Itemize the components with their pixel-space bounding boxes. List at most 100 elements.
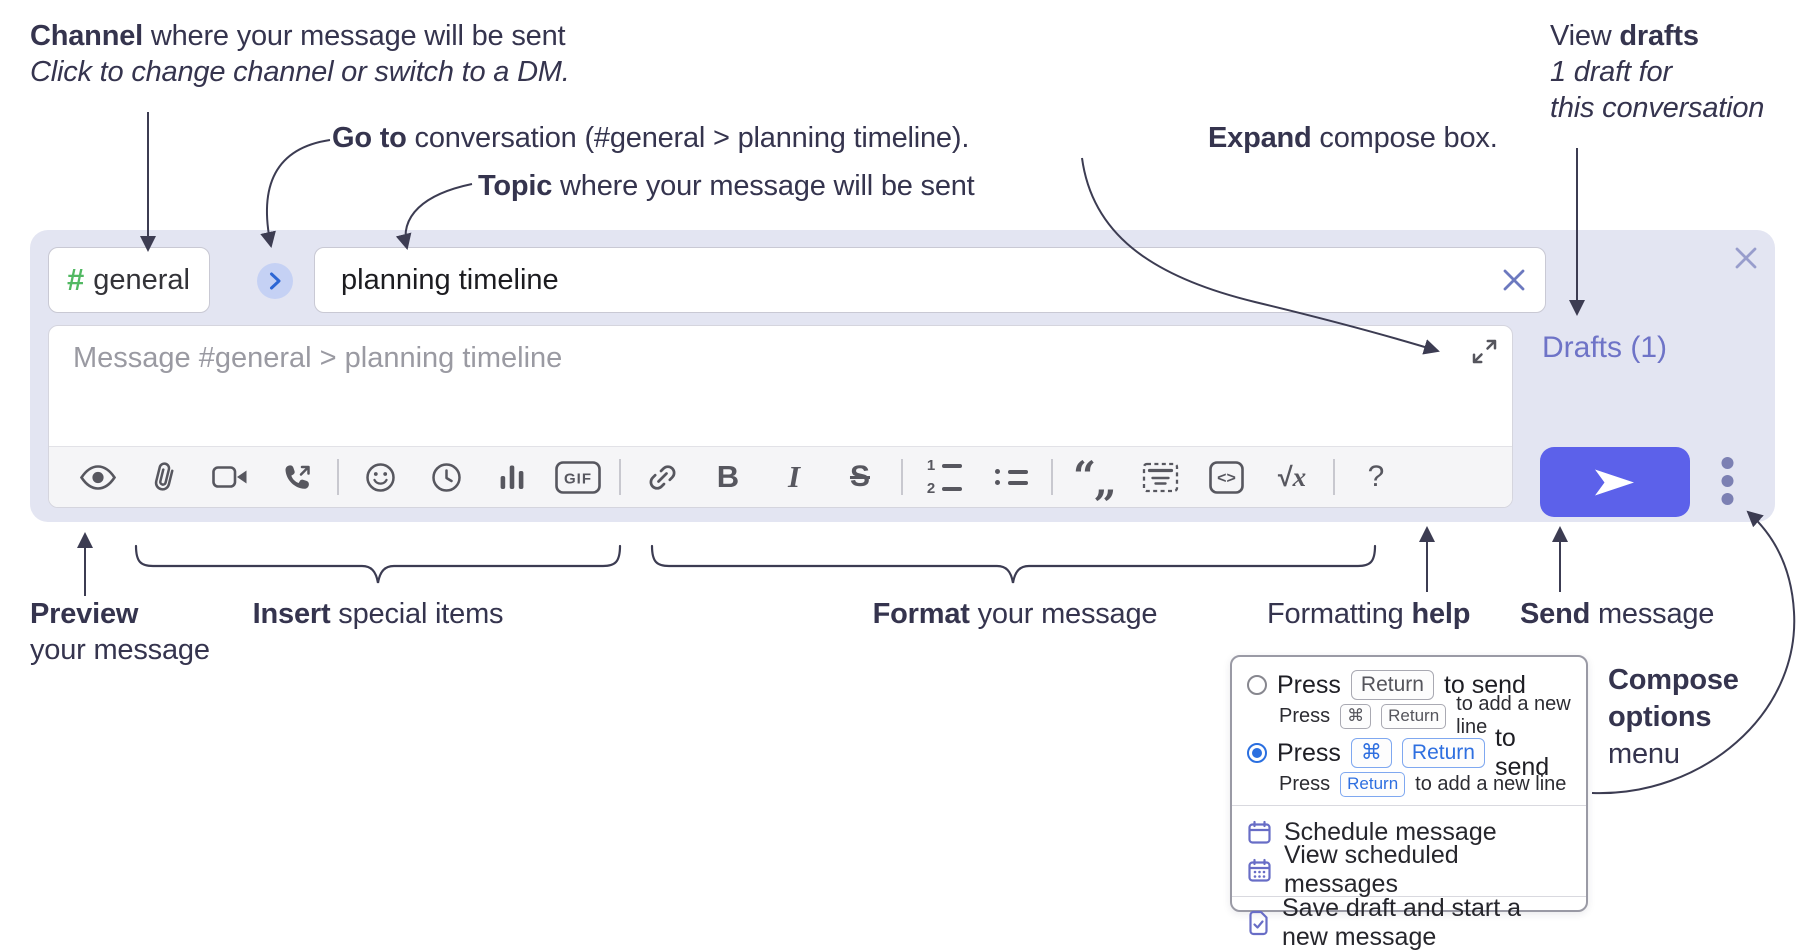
annotation-topic-rest: where your message will be sent — [552, 170, 975, 202]
preview-button[interactable] — [65, 451, 131, 503]
bar-chart-icon — [500, 465, 524, 489]
add-video-call-button[interactable] — [197, 451, 263, 503]
goto-conversation-button[interactable] — [257, 263, 293, 299]
gif-label: GIF — [564, 470, 592, 487]
option-subtext: to add a new line — [1456, 693, 1571, 738]
radio-selected-icon[interactable] — [1247, 743, 1267, 763]
math-button[interactable]: √x — [1259, 451, 1325, 503]
kbd-return: Return — [1350, 670, 1434, 700]
topic-input[interactable]: planning timeline — [314, 247, 1546, 313]
compose-options-menu-button[interactable] — [1720, 456, 1735, 506]
attach-file-button[interactable] — [131, 451, 197, 503]
annotation-drafts-line3: this conversation — [1550, 92, 1765, 124]
quote-icon: “ — [1072, 453, 1096, 500]
annotation-channel-bold: Channel — [30, 20, 143, 52]
clock-icon — [431, 462, 461, 492]
add-audio-call-button[interactable] — [263, 451, 329, 503]
bulleted-list-button[interactable] — [977, 451, 1043, 503]
video-camera-icon — [212, 466, 247, 488]
annotation-channel-sub: Click to change channel or switch to a D… — [30, 56, 570, 88]
annotation-preview-line2: your message — [30, 634, 210, 666]
option-subtext: Press — [1279, 704, 1331, 727]
code-icon: <> — [1208, 460, 1244, 494]
spoiler-button[interactable] — [1127, 451, 1193, 503]
annotation-goto: Go to conversation (#general > planning … — [332, 120, 969, 156]
option-cmd-enter-to-send[interactable]: Press ⌘ Return to send — [1232, 724, 1586, 781]
code-button[interactable]: <> — [1193, 451, 1259, 503]
strikethrough-button[interactable]: S — [827, 451, 893, 503]
toolbar-divider — [1051, 459, 1053, 495]
channel-hash-icon: # — [67, 262, 85, 297]
toolbar-divider — [901, 459, 903, 495]
annotation-insert-bold: Insert — [252, 598, 331, 630]
italic-button[interactable]: I — [761, 451, 827, 503]
quote-icon: „ — [1094, 459, 1117, 506]
menu-item-save-draft[interactable]: Save draft and start a new message — [1232, 894, 1586, 951]
topic-value: planning timeline — [341, 263, 559, 296]
annotation-copts-line1: Compose — [1608, 664, 1739, 696]
add-gif-button[interactable]: GIF — [545, 451, 611, 503]
numbered-list-button[interactable]: 1 2 — [911, 451, 977, 503]
annotation-copts-line2: options — [1608, 701, 1712, 733]
annotation-drafts-bold: drafts — [1619, 20, 1699, 52]
kbd-return: Return — [1401, 738, 1485, 768]
bold-button[interactable]: B — [695, 451, 761, 503]
annotation-formatting-help: Formatting help — [1267, 596, 1470, 632]
smiley-icon — [365, 462, 395, 492]
annotation-send-bold: Send — [1520, 598, 1591, 630]
annotation-expand-bold: Expand — [1208, 122, 1312, 154]
annotation-format-bold: Format — [872, 598, 970, 630]
annotation-format: Format your message — [815, 596, 1215, 632]
option-subtext: to add a new line — [1415, 772, 1567, 795]
chevron-right-icon — [270, 272, 281, 290]
link-icon — [649, 464, 675, 490]
option-enter-to-send[interactable]: Press Return to send — [1232, 668, 1586, 702]
add-poll-button[interactable] — [479, 451, 545, 503]
annotation-drafts-pre: View — [1550, 20, 1620, 52]
numbered-list-icon: 1 2 — [926, 457, 962, 497]
annotation-view-drafts: View drafts 1 draft for this conversatio… — [1550, 18, 1764, 126]
annotation-channel-rest: where your message will be sent — [143, 20, 566, 52]
expand-compose-icon[interactable] — [1471, 338, 1498, 365]
quote-button[interactable]: “„ — [1061, 451, 1127, 503]
compose-toolbar: GIF B I S 1 2 — [49, 446, 1512, 507]
brace-format — [650, 544, 1377, 584]
italic-label: I — [787, 459, 801, 494]
code-label: <> — [1217, 470, 1236, 487]
option-text: Press — [1277, 738, 1341, 767]
formatting-help-button[interactable]: ? — [1343, 451, 1409, 503]
ol-num-1: 1 — [926, 457, 936, 474]
draft-document-icon — [1247, 910, 1270, 936]
add-global-time-button[interactable] — [413, 451, 479, 503]
menu-item-label: View scheduled messages — [1284, 841, 1459, 898]
clear-topic-icon[interactable] — [1501, 267, 1527, 293]
option-cmd-enter-subtext: Press Return to add a new line — [1232, 770, 1586, 798]
kbd-return: Return — [1381, 703, 1447, 729]
link-button[interactable] — [629, 451, 695, 503]
add-emoji-button[interactable] — [347, 451, 413, 503]
drafts-link[interactable]: Drafts (1) — [1542, 331, 1668, 364]
menu-item-view-scheduled[interactable]: View scheduled messages — [1232, 841, 1586, 898]
close-compose-icon[interactable] — [1732, 244, 1760, 272]
channel-selector[interactable]: # general — [48, 247, 210, 313]
toolbar-divider — [1333, 459, 1335, 495]
message-input[interactable]: Message #general > planning timeline — [48, 325, 1513, 508]
spoiler-icon — [1142, 462, 1178, 492]
message-placeholder: Message #general > planning timeline — [73, 342, 563, 374]
menu-item-schedule-message[interactable]: Schedule message — [1232, 813, 1586, 851]
annotation-goto-rest: conversation (#general > planning timeli… — [406, 122, 970, 154]
menu-divider — [1232, 896, 1586, 897]
menu-divider — [1232, 805, 1586, 806]
phone-call-icon — [285, 465, 310, 489]
bulleted-list-icon — [992, 469, 1028, 485]
kbd-cmd: ⌘ — [1350, 738, 1392, 768]
send-button[interactable] — [1540, 447, 1690, 517]
menu-item-label: Schedule message — [1284, 817, 1497, 846]
ol-num-2: 2 — [926, 480, 936, 497]
option-text: Press — [1277, 670, 1341, 699]
kbd-return: Return — [1340, 771, 1406, 797]
radio-unselected-icon[interactable] — [1247, 675, 1267, 695]
paperclip-icon — [154, 462, 174, 491]
calendar-grid-icon — [1247, 858, 1272, 883]
